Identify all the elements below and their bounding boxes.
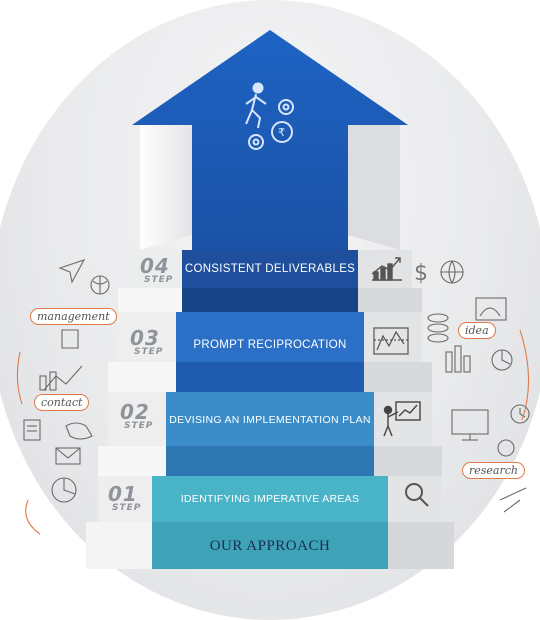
step-2-title: DEVISING AN IMPLEMENTATION PLAN [169, 414, 371, 426]
right-doodles: $ [414, 260, 530, 513]
step-4-number: 04 STEP [140, 254, 174, 285]
doodle-contact: contact [34, 394, 90, 411]
growth-chart-icon [371, 257, 402, 281]
step-1-block [86, 476, 454, 569]
svg-text:₹: ₹ [278, 126, 285, 139]
svg-text:$: $ [414, 261, 428, 286]
doodle-idea: idea [458, 322, 496, 339]
arrow-side-walls [140, 125, 400, 250]
step-1-title: IDENTIFYING IMPERATIVE AREAS [180, 493, 360, 505]
left-doodles [16, 259, 110, 535]
doodle-management: management [30, 308, 117, 325]
step-4-title: CONSISTENT DELIVERABLES [184, 263, 356, 275]
step-3-title: PROMPT RECIPROCATION [193, 339, 347, 351]
step-4-block [118, 250, 422, 312]
step-2-block [98, 392, 442, 476]
arrow-up [132, 30, 408, 250]
step-1-number: 01 STEP [108, 482, 142, 513]
step-3-block [108, 312, 432, 392]
runner-gears-icon: ₹ [245, 82, 294, 150]
doodle-research: research [462, 462, 525, 479]
staircase-graphic: ₹ $ [16, 30, 530, 569]
footer-title: OUR APPROACH [209, 538, 331, 554]
presentation-icon [383, 401, 421, 437]
magnifier-icon [405, 483, 429, 507]
approach-diagram: ₹ $ [16, 30, 530, 569]
step-2-number: 02 STEP [120, 400, 154, 431]
line-graph-icon [373, 327, 409, 355]
step-3-number: 03 STEP [130, 326, 164, 357]
